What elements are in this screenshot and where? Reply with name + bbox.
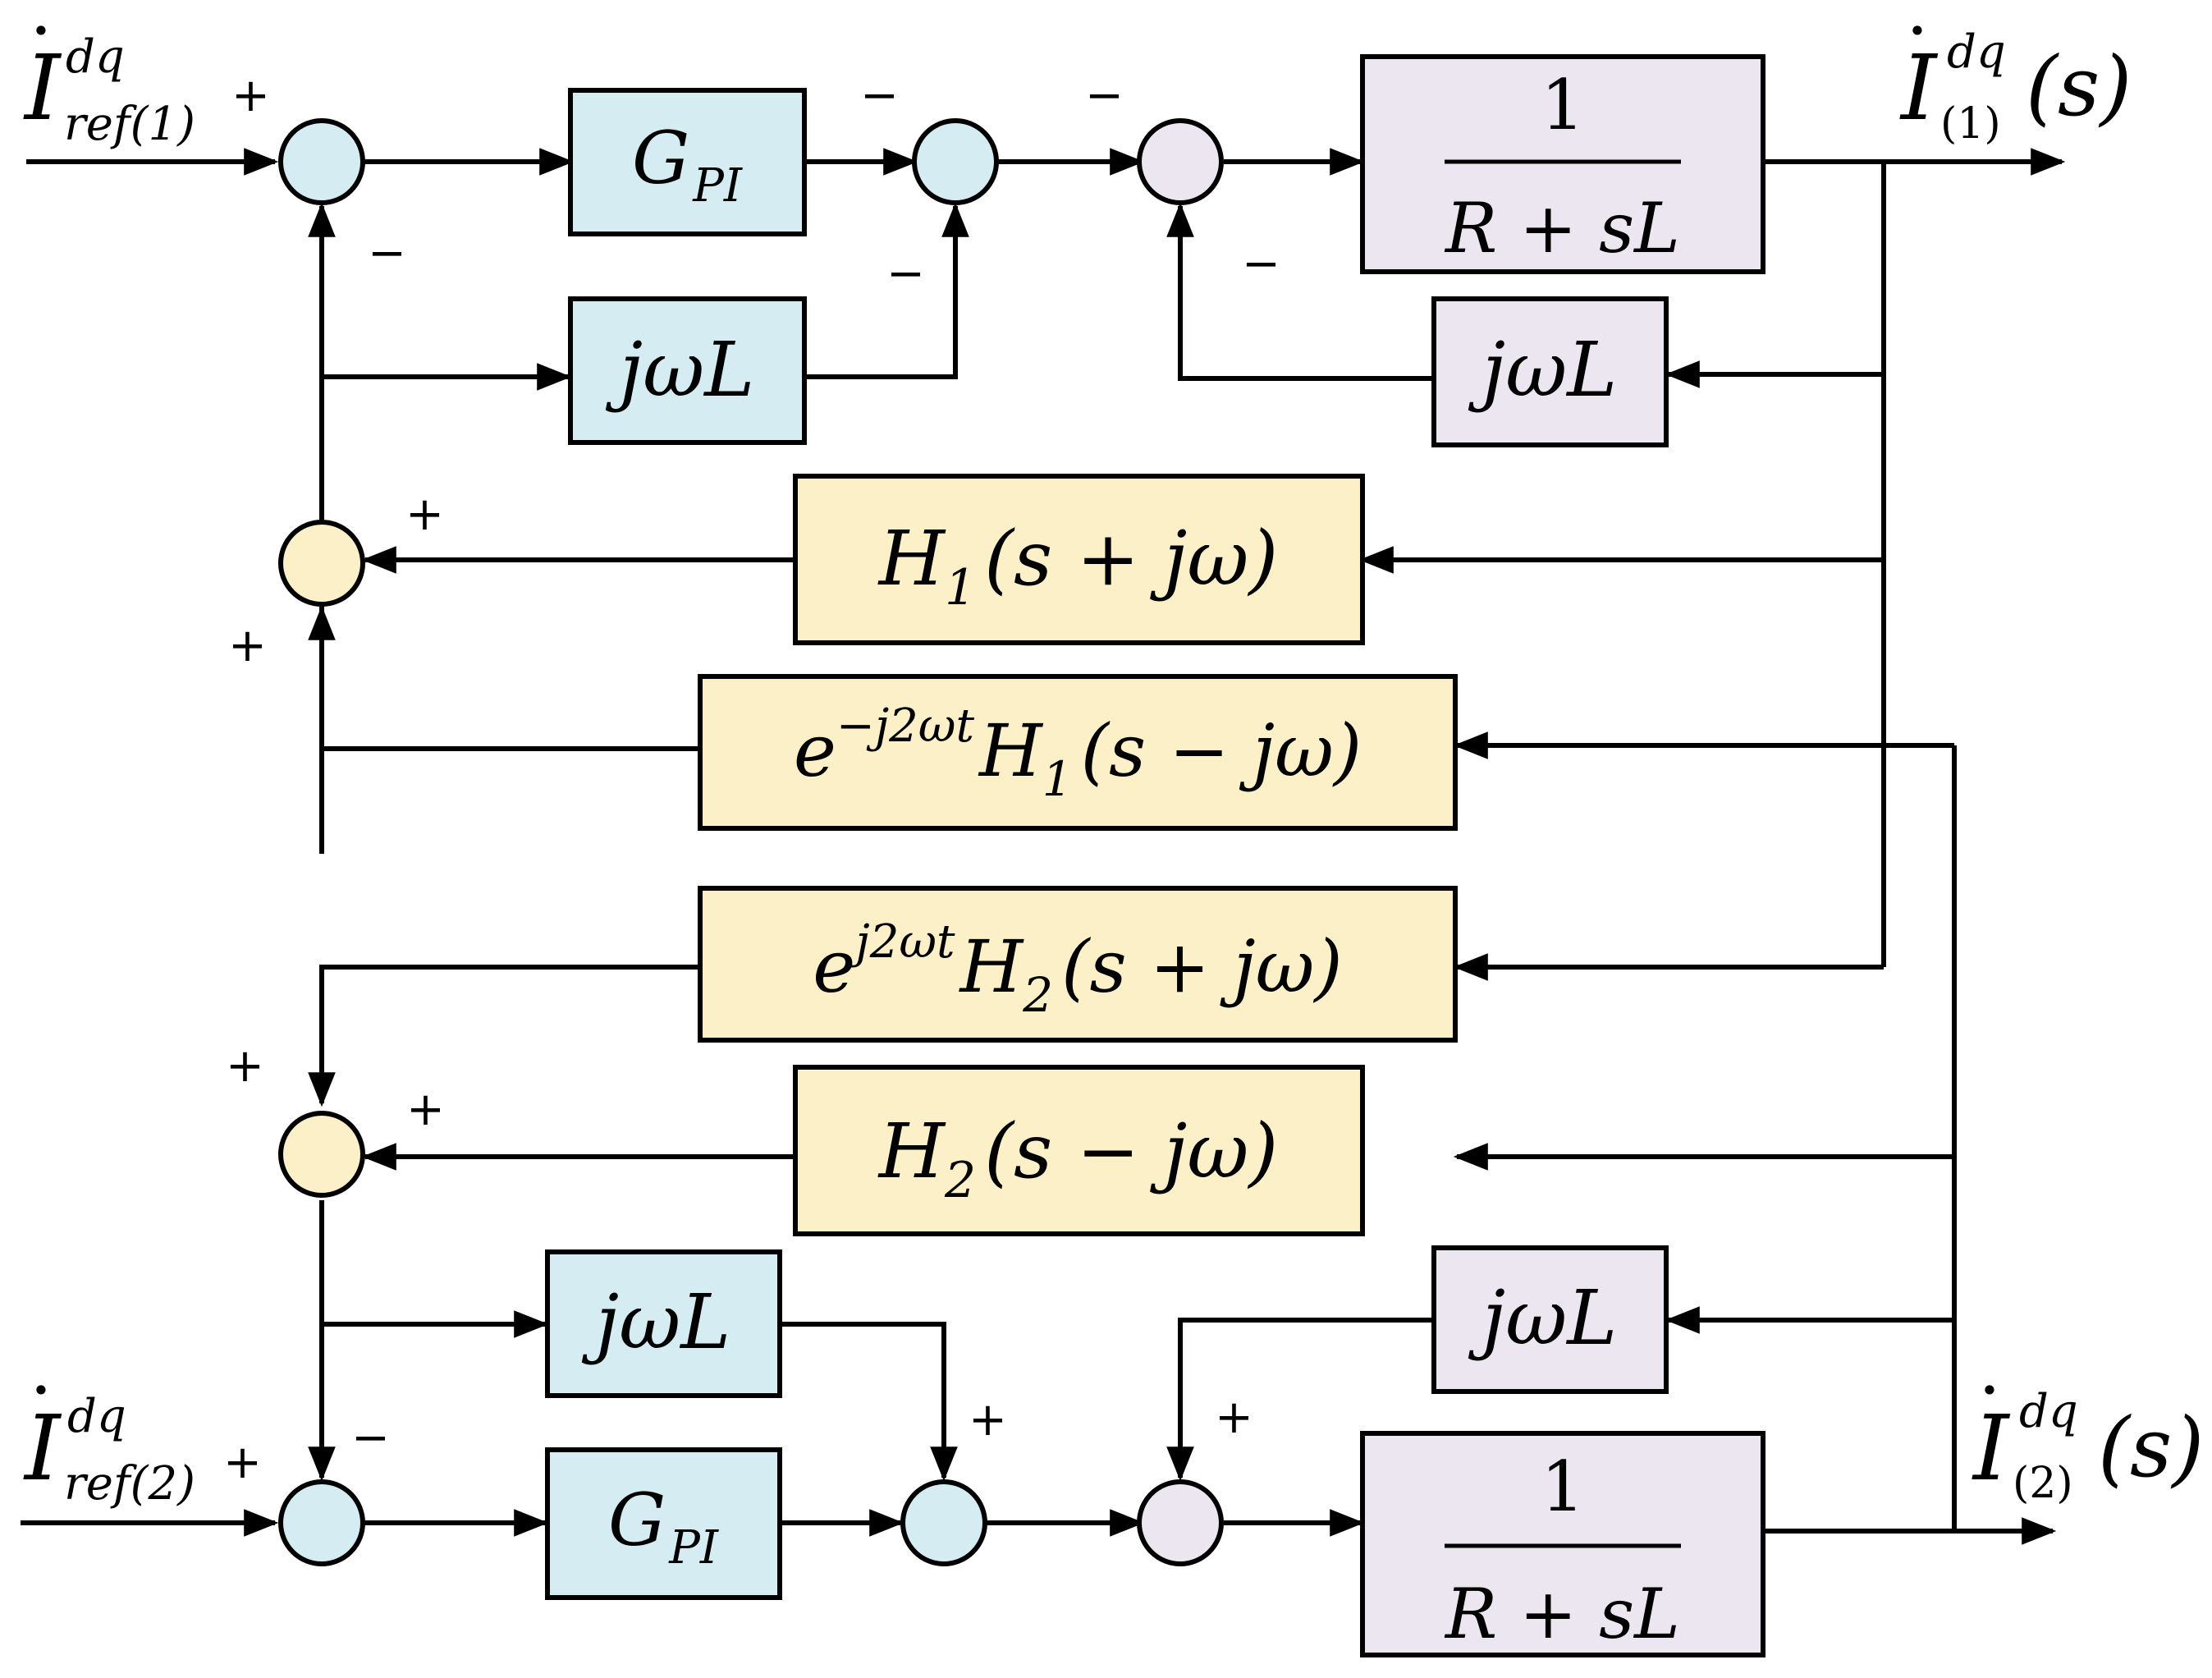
gpi-sub: PI [668, 1521, 720, 1575]
sign-minus: − [860, 69, 899, 122]
dot-accent: · [33, 1362, 50, 1419]
signal-base: I [23, 1396, 62, 1501]
h2-arg: (s + jω) [1061, 924, 1343, 1009]
jwl-label: jωL [1468, 326, 1618, 414]
sum-error-bottom [278, 1479, 365, 1566]
h2-arg: (s − jω) [984, 1107, 1278, 1195]
h1-sub: 1 [945, 559, 976, 617]
h1-minus-block: e−j2ωtH1(s − jω) [698, 674, 1458, 831]
h2-minus-block: H2(s − jω) [793, 1065, 1365, 1236]
sign-plus: + [1215, 1391, 1253, 1444]
jwl-label: jωL [582, 1278, 731, 1366]
svg-text:H1(s + jω): H1(s + jω) [877, 515, 1279, 617]
h1-plus-block: H1(s + jω) [793, 474, 1365, 645]
sign-plus: + [406, 1083, 445, 1136]
exp-sup: −j2ωt [836, 699, 975, 753]
h1-base: H [978, 708, 1044, 793]
h1-sub: 1 [1042, 751, 1073, 807]
signal-wires [21, 148, 2066, 1545]
plant-block-bottom: 1 R + sL [1360, 1431, 1765, 1657]
h2-sub: 2 [1022, 967, 1053, 1023]
signal-sub: ref(2) [64, 1457, 195, 1511]
signal-sub: (1) [1940, 99, 2001, 149]
signal-sup: dq [66, 30, 125, 84]
jwl-label: jωL [1468, 1274, 1618, 1362]
plant-numerator: 1 [1541, 65, 1584, 145]
gpi-sub: PI [692, 159, 744, 213]
signal-out2-label: · I dq (2) (s) [1972, 1362, 2204, 1508]
jwl-plant-block-bottom: jωL [1431, 1245, 1669, 1394]
dot-accent: · [33, 2, 50, 60]
h2-sub: 2 [944, 1152, 976, 1209]
signal-arg: (s) [2026, 39, 2132, 135]
exp-base: e [794, 708, 836, 793]
sum-plant-bottom [1137, 1479, 1224, 1566]
signal-out1-label: · I dq (1) (s) [1899, 2, 2132, 149]
sum-filter-top [278, 520, 365, 607]
sign-minus: − [368, 227, 406, 280]
sign-plus: + [228, 619, 267, 672]
junction-signs: + − − − − − + + + + − + + + [223, 69, 1280, 1489]
sign-plus: + [405, 488, 444, 541]
sign-minus: − [1242, 237, 1280, 291]
signal-sup: dq [1947, 25, 2006, 79]
signal-sup: dq [2019, 1385, 2078, 1438]
h1-base: H [877, 515, 946, 603]
sum-error-top [278, 118, 365, 205]
gpi-block-bottom: GPI [545, 1447, 782, 1600]
summing-junctions [278, 118, 1224, 1566]
signal-sub: ref(1) [64, 98, 195, 151]
exp-sup: j2ωt [846, 915, 955, 969]
sign-plus: + [223, 1436, 262, 1489]
signal-ref2-label: · I dq ref(2) [23, 1362, 195, 1511]
sum-decouple-bottom [900, 1479, 987, 1566]
plant-denominator: R + sL [1444, 188, 1680, 268]
plant-denominator: R + sL [1444, 1574, 1680, 1654]
gpi-block-top: GPI [568, 88, 807, 236]
h1-arg: (s − jω) [1081, 708, 1362, 793]
dot-accent: · [1981, 1362, 1999, 1419]
signal-sup: dq [67, 1390, 126, 1443]
plant-block-top: 1 R + sL [1360, 54, 1765, 274]
sum-decouple-top [912, 118, 999, 205]
sign-minus: − [886, 247, 925, 300]
gpi-base: G [608, 1478, 666, 1562]
jwl-decouple-block-bottom: jωL [545, 1249, 782, 1398]
h2-base: H [877, 1107, 946, 1195]
svg-text:H2(s − jω): H2(s − jω) [877, 1107, 1279, 1209]
svg-text:e−j2ωtH1(s − jω): e−j2ωtH1(s − jω) [794, 699, 1362, 807]
svg-text:GPI: GPI [608, 1478, 720, 1575]
signal-ref1-label: · I dq ref(1) [23, 2, 195, 151]
jwl-decouple-block-top: jωL [568, 296, 807, 445]
sum-plant-top [1137, 118, 1224, 205]
signal-base: I [1972, 1396, 2011, 1501]
svg-text:GPI: GPI [632, 116, 744, 213]
h1-arg: (s + jω) [984, 515, 1278, 603]
svg-text:ej2ωtH2(s + jω): ej2ωtH2(s + jω) [813, 915, 1342, 1023]
sign-minus: − [1085, 69, 1124, 122]
signal-base: I [23, 35, 62, 140]
signal-base: I [1899, 35, 1939, 140]
exp-base: e [813, 924, 855, 1009]
sum-filter-bottom [278, 1111, 365, 1198]
dot-accent: · [1909, 2, 1926, 60]
h2-base: H [959, 924, 1025, 1009]
sign-minus: − [351, 1411, 390, 1465]
signal-arg: (s) [2098, 1400, 2204, 1496]
h2-plus-block: ej2ωtH2(s + jω) [698, 886, 1458, 1043]
plant-numerator: 1 [1541, 1446, 1584, 1527]
jwl-label: jωL [606, 326, 755, 414]
signal-sub: (2) [2013, 1459, 2073, 1508]
sign-plus: + [226, 1039, 264, 1093]
jwl-plant-block-top: jωL [1431, 296, 1669, 447]
gpi-base: G [632, 116, 689, 200]
sign-plus: + [231, 69, 270, 122]
sign-plus: + [969, 1393, 1007, 1446]
